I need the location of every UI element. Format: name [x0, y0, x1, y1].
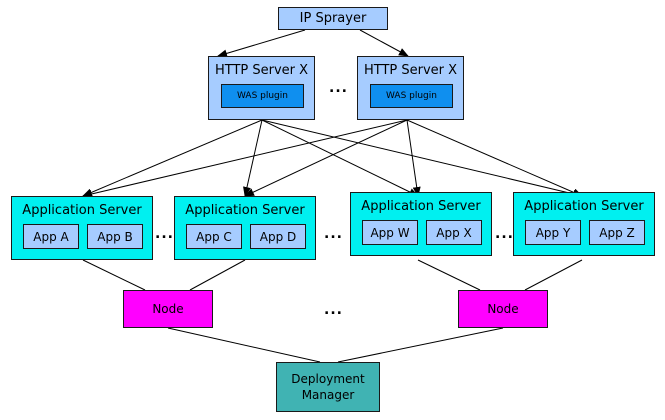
app-servers-ellipsis: ...	[155, 226, 174, 242]
app-label: App D	[259, 229, 297, 244]
node-label: Node	[487, 302, 519, 316]
app-label: App W	[370, 225, 410, 240]
link-node1-dmgr	[167, 327, 321, 363]
app-label: App C	[196, 229, 232, 244]
link-http1-app4	[261, 119, 583, 198]
deployment-manager: Deployment Manager	[276, 362, 380, 412]
link-app2-node1	[189, 259, 246, 291]
app-w: App W	[362, 220, 418, 245]
node-1: Node	[123, 290, 213, 328]
http-server-2: HTTP Server X WAS plugin	[357, 56, 464, 120]
ip-sprayer-label: IP Sprayer	[299, 11, 367, 26]
deployment-manager-line1: Deployment	[291, 372, 365, 386]
app-z: App Z	[589, 220, 645, 245]
deployment-manager-line2: Manager	[301, 388, 355, 402]
application-server-2: Application Server App C App D	[174, 196, 316, 260]
application-server-label: Application Server	[361, 199, 481, 214]
was-plugin-label: WAS plugin	[237, 91, 288, 101]
app-a: App A	[23, 224, 79, 249]
link-sprayer-http-1	[217, 29, 306, 58]
app-label: App B	[97, 229, 133, 244]
app-servers-ellipsis: ...	[495, 226, 514, 242]
node-2: Node	[458, 290, 548, 328]
application-server-3: Application Server App W App X	[350, 192, 492, 256]
link-http2-app3	[406, 119, 421, 197]
application-server-label: Application Server	[524, 199, 644, 214]
link-http2-app4	[406, 119, 583, 197]
app-c: App C	[186, 224, 242, 249]
http-servers-ellipsis: ...	[329, 80, 348, 96]
app-label: App Y	[535, 225, 571, 240]
app-d: App D	[250, 224, 306, 249]
application-server-4: Application Server App Y App Z	[513, 192, 655, 256]
app-servers-ellipsis: ...	[324, 226, 343, 242]
ip-sprayer: IP Sprayer	[278, 7, 388, 30]
node-label: Node	[152, 302, 184, 316]
link-http1-app1	[82, 119, 263, 197]
was-plugin: WAS plugin	[370, 84, 453, 108]
was-plugin-label: WAS plugin	[386, 91, 437, 101]
link-http2-app1	[82, 119, 408, 198]
app-label: App Z	[599, 225, 635, 240]
http-server-label: HTTP Server X	[214, 63, 309, 78]
app-label: App X	[436, 225, 472, 240]
application-server-1: Application Server App A App B	[11, 196, 153, 260]
link-sprayer-http-2	[359, 29, 409, 57]
app-label: App A	[33, 229, 69, 244]
link-http2-app2	[244, 119, 408, 197]
application-server-label: Application Server	[22, 203, 142, 218]
link-http1-app3	[261, 119, 419, 197]
application-server-label: Application Server	[185, 203, 305, 218]
link-app1-node1	[82, 259, 146, 291]
was-plugin: WAS plugin	[221, 84, 304, 108]
http-server-label: HTTP Server X	[363, 63, 458, 78]
link-http1-app2	[243, 119, 263, 197]
nodes-ellipsis: ...	[324, 302, 343, 318]
app-b: App B	[87, 224, 143, 249]
app-x: App X	[426, 220, 482, 245]
link-app4-node2	[524, 259, 583, 291]
app-y: App Y	[525, 220, 581, 245]
http-server-1: HTTP Server X WAS plugin	[208, 56, 315, 120]
link-node2-dmgr	[337, 327, 504, 363]
link-app3-node2	[417, 259, 481, 291]
